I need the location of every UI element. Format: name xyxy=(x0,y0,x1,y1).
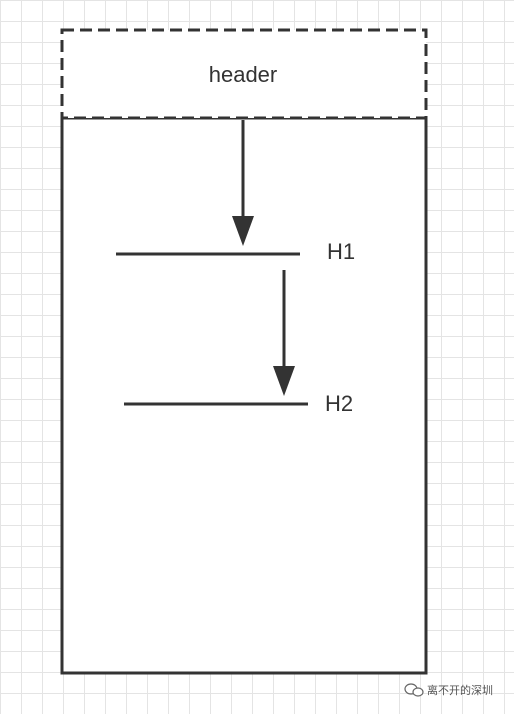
header-label: header xyxy=(209,62,278,87)
arrow-header-to-h1 xyxy=(232,120,254,246)
arrow-h1-to-h2 xyxy=(273,270,295,396)
header-box xyxy=(60,28,428,120)
watermark: 离不开的深圳 xyxy=(404,683,493,697)
h1-label: H1 xyxy=(327,239,355,264)
wechat-icon xyxy=(404,683,424,697)
watermark-text: 离不开的深圳 xyxy=(427,683,493,697)
h2-label: H2 xyxy=(325,391,353,416)
